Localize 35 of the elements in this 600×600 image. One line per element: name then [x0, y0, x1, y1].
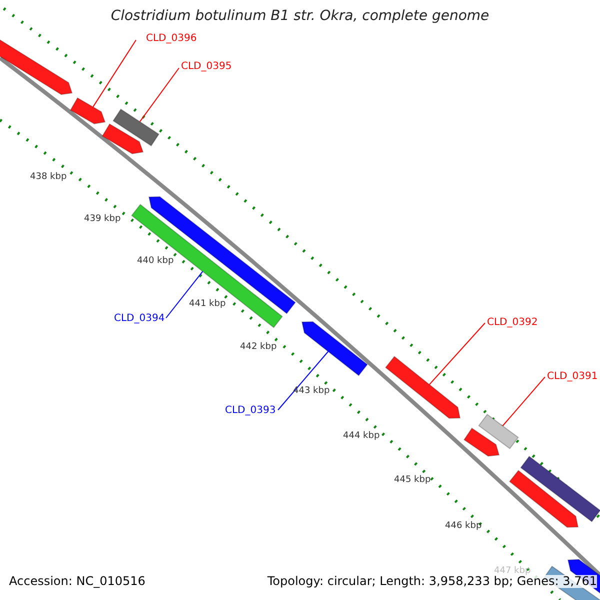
accession-text: Accession: NC_010516 [9, 575, 146, 588]
gene-label: CLD_0394 [114, 313, 165, 324]
leader-line [166, 271, 204, 318]
tick-label: 444 kbp [343, 432, 380, 442]
gene-feature [102, 123, 144, 154]
genome-summary-text: Topology: circular; Length: 3,958,233 bp; Genes: 3,761 [267, 575, 597, 588]
gene-label: CLD_0396 [146, 33, 197, 44]
gene-label: CLD_0392 [487, 317, 538, 328]
leader-line [92, 40, 136, 108]
tick-label: 441 kbp [189, 300, 226, 310]
gene-label: CLD_0393 [225, 405, 276, 416]
tick-label: 443 kbp [293, 387, 330, 397]
tick-label: 438 kbp [30, 173, 67, 183]
gene-feature [520, 456, 600, 522]
tick-label: 446 kbp [445, 522, 482, 532]
tick-label: 447 kbp [494, 567, 531, 576]
gene-label: CLD_0391 [547, 371, 598, 382]
gene-feature [70, 97, 106, 124]
leader-line [428, 322, 486, 386]
gene-feature [478, 414, 519, 450]
tick-label: 442 kbp [240, 343, 277, 353]
gene-label: CLD_0395 [181, 61, 232, 72]
leader-line [502, 376, 546, 426]
gene-feature [301, 321, 368, 376]
title: Clostridium botulinum B1 str. Okra, complete genome [110, 8, 490, 24]
gene-feature [384, 356, 461, 419]
leader-line [278, 351, 329, 410]
gene-feature [508, 470, 579, 528]
tick-label: 439 kbp [84, 215, 121, 225]
tick-label: 445 kbp [394, 476, 431, 486]
gene-feature [112, 108, 160, 146]
gene-feature [463, 428, 500, 457]
gene-feature [0, 38, 73, 96]
leader-line [139, 68, 180, 122]
tick-label: 440 kbp [137, 257, 174, 267]
